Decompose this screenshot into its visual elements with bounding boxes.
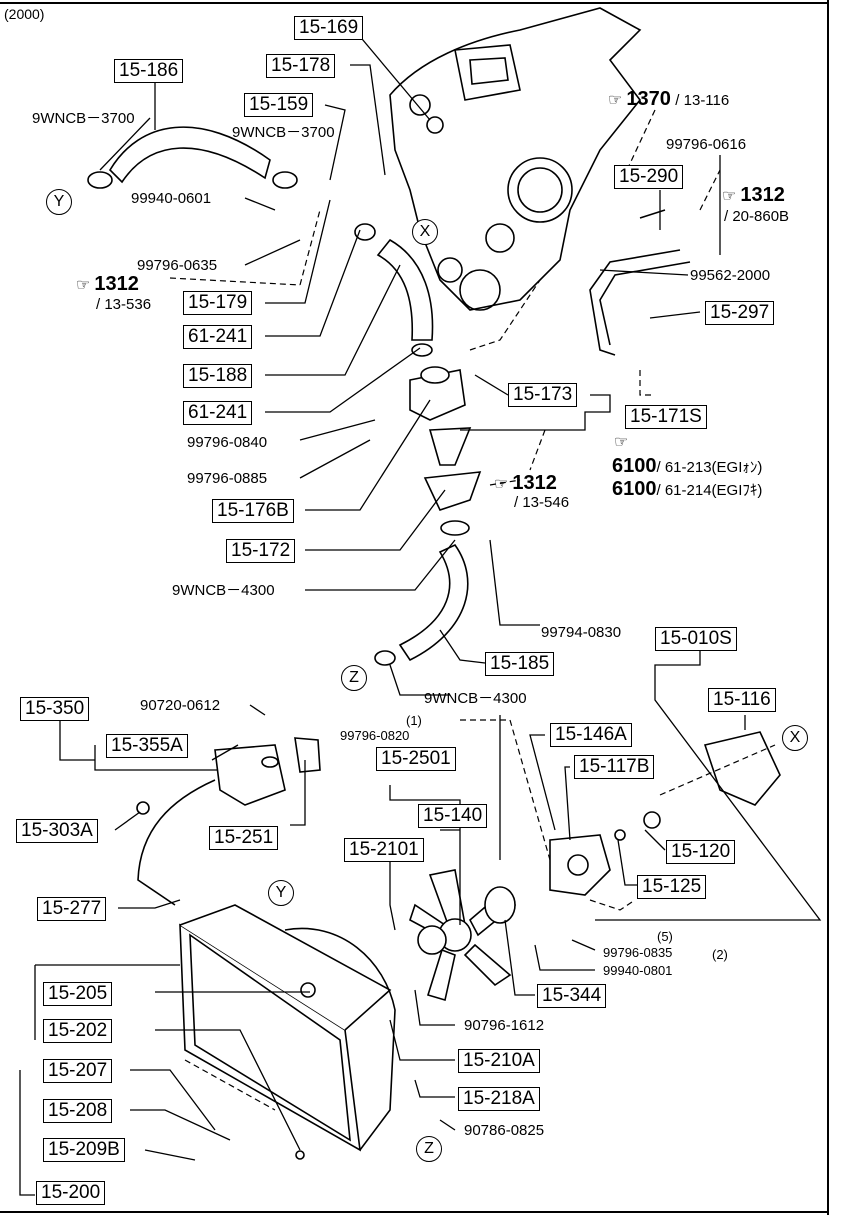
part-label[interactable]: 15-010S xyxy=(655,627,737,651)
part-label[interactable]: 15-290 xyxy=(614,165,684,189)
part-label[interactable]: 15-159 xyxy=(244,93,314,117)
part-number: 9WNCB－4300 xyxy=(424,690,527,707)
part-label[interactable]: 15-2501 xyxy=(376,747,456,771)
part-label[interactable]: 15-344 xyxy=(537,984,607,1008)
part-label[interactable]: 15-2101 xyxy=(344,838,424,862)
lower-hose-drawing xyxy=(374,543,469,666)
part-label[interactable]: 15-251 xyxy=(209,826,279,850)
part-number: 99796-0616 xyxy=(666,136,747,153)
leader-lines xyxy=(19,26,822,1196)
pointing-hand-icon: ☞ xyxy=(76,277,91,294)
part-number: 99940-0801 xyxy=(603,963,673,978)
pipe-drawing xyxy=(589,209,691,356)
part-label[interactable]: 15-186 xyxy=(114,59,184,83)
part-label[interactable]: 15-125 xyxy=(637,875,707,899)
part-label[interactable]: 15-350 xyxy=(20,697,90,721)
upper-hose-drawing xyxy=(87,126,298,189)
page-reference[interactable]: 6100/ 61-213(EGIｫﾝ) xyxy=(612,455,763,477)
part-label[interactable]: 15-205 xyxy=(43,982,113,1006)
dashed-lines xyxy=(169,109,776,1111)
part-label[interactable]: 15-297 xyxy=(705,301,775,325)
part-label[interactable]: 15-140 xyxy=(418,804,488,828)
part-number: 90796-1612 xyxy=(464,1017,545,1034)
part-label[interactable]: 15-116 xyxy=(708,688,776,712)
part-label[interactable]: 15-209B xyxy=(43,1138,125,1162)
page-reference[interactable]: 6100/ 61-214(EGIﾌｷ) xyxy=(612,478,763,500)
part-number: 99940-0601 xyxy=(131,190,212,207)
part-label[interactable]: 15-218A xyxy=(458,1087,540,1111)
part-label[interactable]: 15-208 xyxy=(43,1099,113,1123)
part-label[interactable]: 15-171S xyxy=(625,405,707,429)
quantity: (1) xyxy=(406,713,422,728)
part-label[interactable]: 15-188 xyxy=(183,364,253,388)
part-label[interactable]: 15-355A xyxy=(106,734,188,758)
pointing-hand-icon: ☞ xyxy=(608,92,623,109)
part-label[interactable]: 15-169 xyxy=(294,16,364,40)
part-number: 99796-0840 xyxy=(187,434,268,451)
part-label[interactable]: 15-172 xyxy=(226,539,296,563)
part-label[interactable]: 15-207 xyxy=(43,1059,113,1083)
part-number: 99796-0835 xyxy=(603,945,673,960)
page-reference[interactable]: ☞1312 xyxy=(494,472,557,494)
callout-z[interactable]: Z xyxy=(416,1136,442,1162)
year-code: (2000) xyxy=(4,6,45,22)
part-label[interactable]: 15-210A xyxy=(458,1049,540,1073)
part-number: 99796-0635 xyxy=(137,257,218,274)
quantity: (5) xyxy=(657,929,673,944)
part-label[interactable]: 15-176B xyxy=(212,499,294,523)
part-label[interactable]: 15-202 xyxy=(43,1019,113,1043)
part-number: 99796-0885 xyxy=(187,470,268,487)
radiator-drawing xyxy=(179,904,396,1160)
part-number: 99794-0830 xyxy=(541,624,622,641)
page-reference[interactable]: ☞1312 xyxy=(722,184,785,206)
page-reference-page: / 13-546 xyxy=(514,494,570,511)
part-label[interactable]: 15-185 xyxy=(485,652,555,676)
part-label[interactable]: 15-173 xyxy=(508,383,578,407)
reservoir-drawing xyxy=(136,737,321,906)
part-label[interactable]: 15-277 xyxy=(37,897,107,921)
callout-x[interactable]: X xyxy=(782,725,808,751)
thermostat-housing-drawing xyxy=(409,366,482,536)
page-reference-page: / 13-536 xyxy=(96,296,152,313)
callout-y[interactable]: Y xyxy=(268,880,294,906)
part-label[interactable]: 61-241 xyxy=(183,401,253,425)
part-label[interactable]: 15-120 xyxy=(666,840,736,864)
callout-x[interactable]: X xyxy=(412,219,438,245)
part-label[interactable]: 15-146A xyxy=(550,723,632,747)
bypass-hose-drawing xyxy=(354,223,434,357)
page-reference[interactable]: ☞1312 xyxy=(76,273,139,295)
part-number: 90720-0612 xyxy=(140,697,221,714)
callout-z[interactable]: Z xyxy=(341,665,367,691)
part-number: 99562-2000 xyxy=(690,267,771,284)
part-number: 9WNCB－3700 xyxy=(32,110,135,127)
pointing-hand-icon: ☞ xyxy=(722,188,737,205)
part-number: 99796-0820 xyxy=(340,728,410,743)
pointing-hand-icon: ☞ xyxy=(614,434,629,451)
part-number: 90786-0825 xyxy=(464,1122,545,1139)
part-label[interactable]: 15-303A xyxy=(16,819,98,843)
page-reference[interactable]: ☞1370 / 13-116 xyxy=(608,88,730,110)
quantity: (2) xyxy=(712,947,728,962)
part-number: 9WNCB－4300 xyxy=(172,582,275,599)
page-reference-page: / 20-860B xyxy=(724,208,790,225)
part-label[interactable]: 15-178 xyxy=(266,54,336,78)
part-number: 9WNCB－3700 xyxy=(232,124,335,141)
callout-y[interactable]: Y xyxy=(46,189,72,215)
part-label[interactable]: 15-117B xyxy=(574,755,655,779)
water-pump-drawing xyxy=(549,731,781,896)
part-label[interactable]: 15-200 xyxy=(36,1181,106,1205)
engine-block-drawing xyxy=(389,7,642,311)
part-label[interactable]: 15-179 xyxy=(183,291,253,315)
part-label[interactable]: 61-241 xyxy=(183,325,253,349)
cooling-fan-drawing xyxy=(409,869,517,1002)
pointing-hand-icon: ☞ xyxy=(494,476,509,493)
